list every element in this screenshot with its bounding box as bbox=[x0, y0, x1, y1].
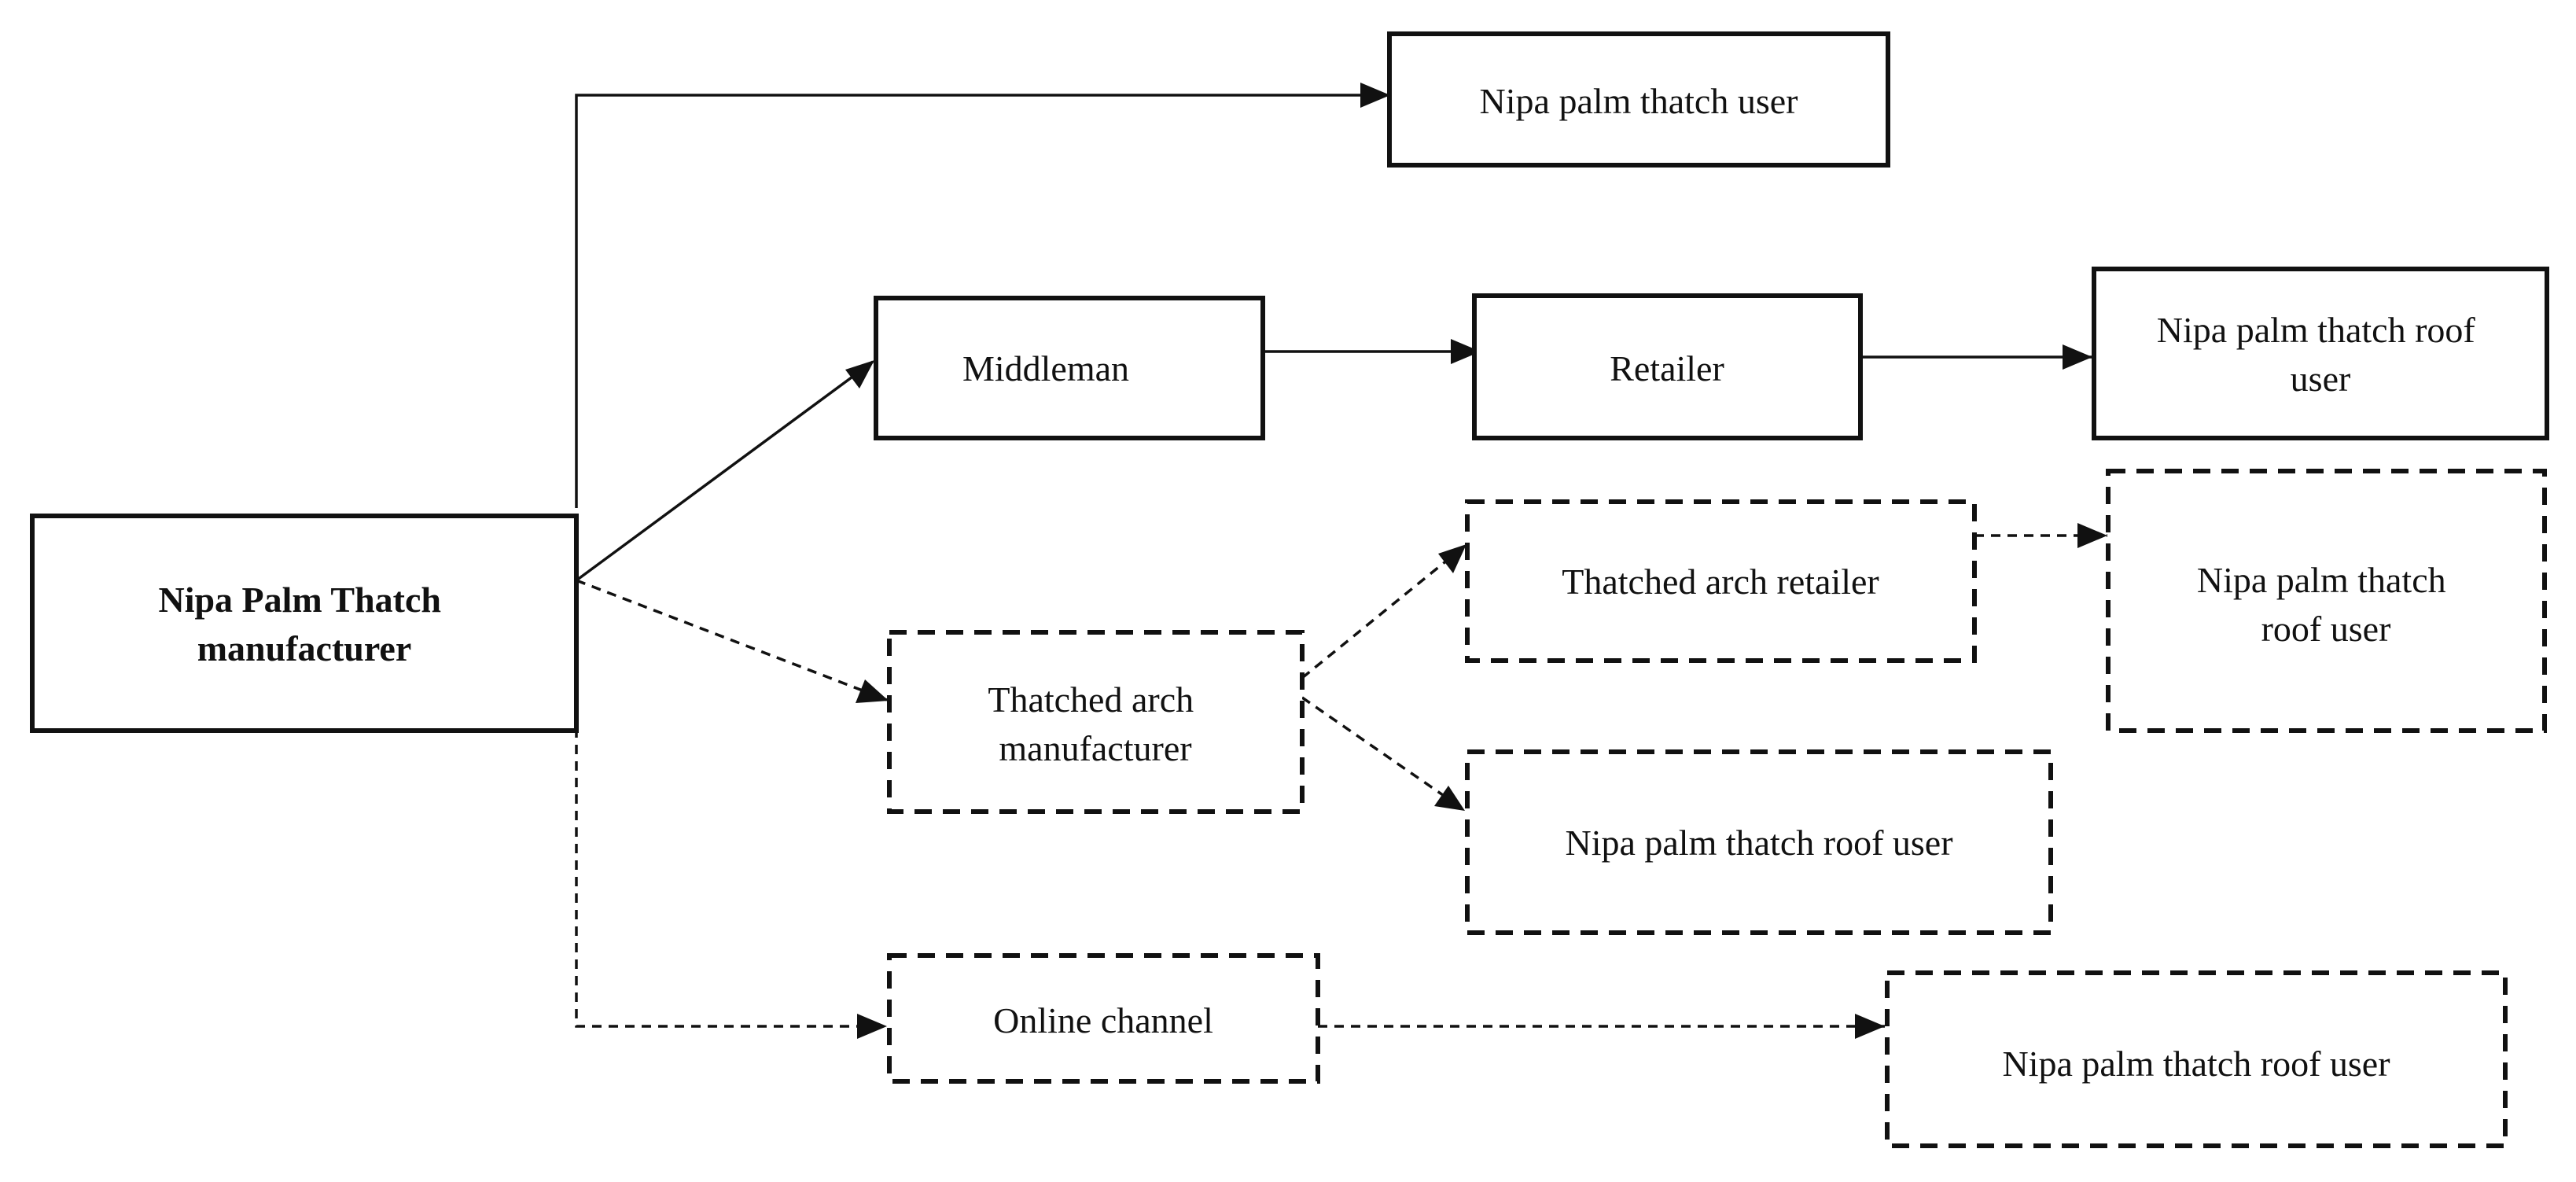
label-line: Nipa palm thatch user bbox=[1480, 81, 1798, 121]
node-label: Nipa palm thatch roof user bbox=[2157, 310, 2484, 399]
label-line: Thatched arch bbox=[988, 679, 1194, 720]
arrowhead bbox=[857, 1014, 887, 1039]
node-label: Nipa palm thatch roof user bbox=[2197, 560, 2455, 649]
arrowhead bbox=[2077, 523, 2107, 548]
label-line: user bbox=[2291, 359, 2351, 399]
label-line: Nipa Palm Thatch bbox=[158, 580, 441, 620]
label-line: Middleman bbox=[962, 348, 1129, 388]
node-arch-retailer: Thatched arch retailer bbox=[1465, 499, 1977, 663]
node-retailer: Retailer bbox=[1472, 293, 1863, 440]
label-line: manufacturer bbox=[197, 628, 412, 668]
nodes: Nipa Palm Thatch manufacturer Nipa palm … bbox=[30, 31, 2549, 1148]
label-line: roof user bbox=[2261, 609, 2391, 649]
node-online-roof-user: Nipa palm thatch roof user bbox=[1885, 970, 2508, 1148]
node-label: Thatched arch retailer bbox=[1562, 562, 1879, 602]
node-label: Thatched arch manufacturer bbox=[988, 679, 1202, 768]
edge-middleman-to-retailer bbox=[1263, 339, 1481, 364]
edge-arch-manufacturer-to-arch-retailer bbox=[1301, 544, 1466, 679]
arrowhead bbox=[1855, 1014, 1885, 1039]
edge-online-channel-to-roof-user bbox=[1318, 1014, 1885, 1039]
node-direct-user: Nipa palm thatch user bbox=[1387, 31, 1890, 168]
edge-arch-manufacturer-to-roof-user bbox=[1301, 696, 1465, 811]
node-manufacturer: Nipa Palm Thatch manufacturer bbox=[30, 514, 579, 733]
node-label: Nipa palm thatch roof user bbox=[2002, 1044, 2390, 1084]
label-line: Retailer bbox=[1610, 348, 1724, 388]
label-line: Thatched arch retailer bbox=[1562, 562, 1879, 602]
arrowhead bbox=[1434, 786, 1465, 811]
edges bbox=[575, 83, 2107, 1039]
label-line: Nipa palm thatch bbox=[2197, 560, 2446, 600]
arrowhead bbox=[1451, 339, 1481, 364]
node-middleman: Middleman bbox=[874, 296, 1265, 440]
arrowhead bbox=[1360, 83, 1390, 108]
arrowhead bbox=[1438, 544, 1466, 573]
arrowhead bbox=[845, 360, 874, 388]
label-line: Nipa palm thatch roof bbox=[2157, 310, 2476, 350]
node-retail-roof-user: Nipa palm thatch roof user bbox=[2092, 267, 2549, 440]
label-line: Nipa palm thatch roof user bbox=[1565, 823, 1952, 863]
label-line: Nipa palm thatch roof user bbox=[2002, 1044, 2390, 1084]
node-label: Nipa palm thatch roof user bbox=[1565, 823, 1952, 863]
label-line: manufacturer bbox=[999, 728, 1191, 768]
arrowhead bbox=[2063, 344, 2092, 370]
edge-manufacturer-to-direct-user bbox=[575, 83, 1390, 508]
node-arch-roof-user: Nipa palm thatch roof user bbox=[1465, 749, 2053, 935]
node-arch-manufacturer: Thatched arch manufacturer bbox=[887, 630, 1305, 814]
node-label: Nipa palm thatch user bbox=[1480, 81, 1798, 121]
node-arch-retail-roof-user: Nipa palm thatch roof user bbox=[2106, 469, 2547, 733]
node-label: Retailer bbox=[1610, 348, 1724, 388]
edge-arch-retailer-to-roof-user bbox=[1974, 523, 2107, 548]
node-label: Nipa Palm Thatch manufacturer bbox=[158, 580, 450, 668]
arrowhead bbox=[856, 679, 889, 703]
edge-manufacturer-to-arch-manufacturer bbox=[576, 579, 889, 703]
label-line: Online channel bbox=[993, 1000, 1213, 1040]
edge-manufacturer-to-online-channel bbox=[575, 629, 887, 1039]
node-label: Online channel bbox=[993, 1000, 1213, 1040]
edge-retailer-to-roof-user bbox=[1860, 344, 2092, 370]
edge-manufacturer-to-middleman bbox=[575, 360, 874, 582]
node-label: Middleman bbox=[962, 348, 1129, 388]
node-online-channel: Online channel bbox=[887, 953, 1320, 1084]
